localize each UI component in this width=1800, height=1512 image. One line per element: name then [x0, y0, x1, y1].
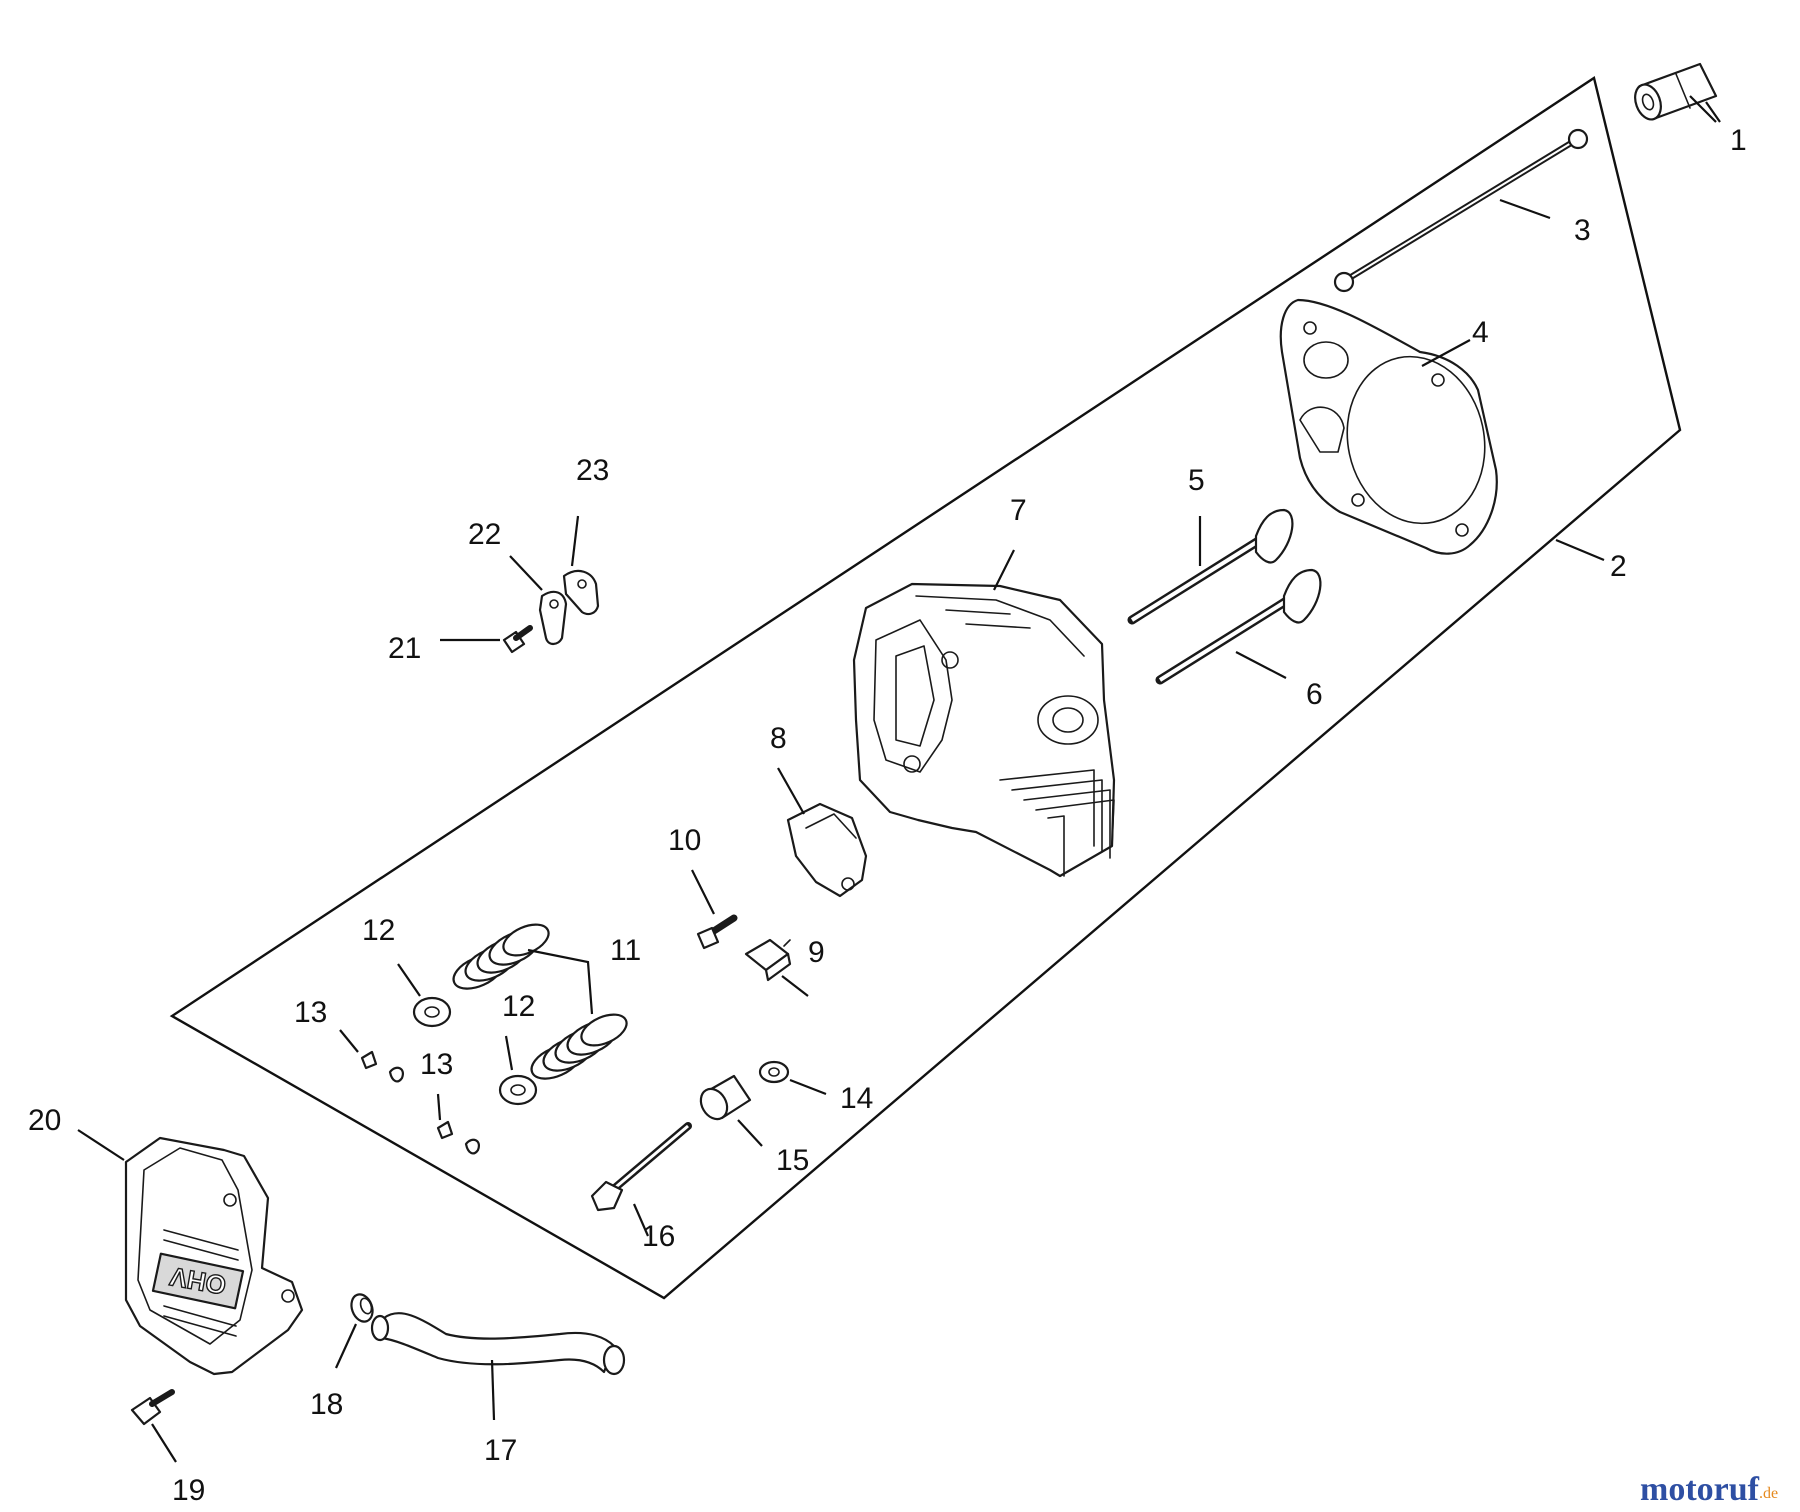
leader-16	[632, 1203, 650, 1237]
leader-17	[490, 1359, 496, 1421]
part-18-hose-clamp[interactable]	[348, 1291, 376, 1324]
callout-2: 2	[1610, 550, 1627, 583]
part-3-push-rod[interactable]	[1333, 128, 1589, 293]
leader-lines	[77, 95, 1721, 1463]
leader-12b	[504, 1035, 514, 1071]
callout-1: 1	[1730, 124, 1747, 157]
part-14-washer[interactable]	[758, 1060, 790, 1084]
callout-6: 6	[1306, 678, 1323, 711]
callout-13b: 13	[420, 1048, 453, 1081]
leader-8	[777, 767, 805, 815]
callout-20: 20	[28, 1104, 61, 1137]
svg-text:motoruf.de: motoruf.de	[1640, 1471, 1778, 1508]
callout-labels: 1 2 3 4 5 6 7 8 9 10 11 12 12 13 13 14 1…	[28, 124, 1747, 1507]
callout-13a: 13	[294, 996, 327, 1029]
leader-15	[737, 1119, 763, 1147]
part-1-sleeve[interactable]	[1631, 62, 1718, 123]
watermark-suffix: .de	[1759, 1485, 1778, 1502]
watermark-logo: motoruf.de	[1640, 1471, 1778, 1508]
leader-12a	[397, 963, 421, 997]
part-17-breather-hose[interactable]	[370, 1312, 626, 1376]
leader-10	[691, 869, 715, 915]
callout-3: 3	[1574, 214, 1591, 247]
callout-23: 23	[576, 454, 609, 487]
callout-4: 4	[1472, 316, 1489, 349]
part-13-keepers-lower[interactable]	[436, 1120, 480, 1155]
leader-18	[334, 1323, 358, 1369]
callout-15: 15	[776, 1144, 809, 1177]
callout-11: 11	[610, 934, 641, 967]
part-7-cylinder-head[interactable]	[852, 582, 1116, 878]
callout-9: 9	[808, 936, 825, 969]
part-22-bracket[interactable]	[538, 590, 568, 646]
part-20-valve-cover[interactable]: OHV	[124, 1136, 304, 1376]
callout-7: 7	[1010, 494, 1027, 527]
leader-6	[1235, 651, 1287, 679]
callout-22: 22	[468, 518, 501, 551]
leader-23	[570, 515, 580, 567]
callout-18: 18	[310, 1388, 343, 1421]
leader-7	[993, 549, 1015, 591]
leader-1	[1705, 101, 1721, 123]
part-19-cover-screw[interactable]	[130, 1389, 175, 1426]
callout-12a: 12	[362, 914, 395, 947]
watermark-main: motoruf	[1640, 1471, 1760, 1508]
part-16-bolt[interactable]	[590, 1122, 692, 1212]
leader-11	[527, 948, 594, 1015]
leader-19	[151, 1423, 177, 1463]
callout-16: 16	[642, 1220, 675, 1253]
leader-3	[1499, 198, 1551, 220]
callout-12b: 12	[502, 990, 535, 1023]
part-21-screw[interactable]	[502, 625, 533, 654]
callout-17: 17	[484, 1434, 517, 1467]
callout-14: 14	[840, 1082, 873, 1115]
part-23-bracket[interactable]	[562, 569, 600, 616]
part-11-valve-springs[interactable]	[449, 918, 632, 1085]
spring-upper	[452, 923, 550, 990]
leader-13b	[436, 1093, 442, 1121]
part-6-valve[interactable]	[1155, 568, 1322, 685]
ohv-badge	[151, 1252, 245, 1310]
part-10-stud[interactable]	[696, 914, 738, 950]
part-5-valve[interactable]	[1127, 508, 1294, 625]
leader-22	[509, 555, 543, 591]
leader-20	[77, 1129, 125, 1161]
callout-10: 10	[668, 824, 701, 857]
part-12-retainer-upper[interactable]	[412, 996, 452, 1028]
callout-5: 5	[1188, 464, 1205, 497]
leader-14	[789, 1078, 827, 1096]
part-4-head-gasket[interactable]	[1279, 298, 1500, 555]
leader-2	[1555, 538, 1605, 562]
part-9-pivot[interactable]	[744, 938, 792, 982]
leader-13a	[339, 1029, 359, 1053]
part-13-keepers-upper[interactable]	[360, 1050, 404, 1083]
leader-4	[1421, 339, 1471, 367]
callout-8: 8	[770, 722, 787, 755]
part-15-spacer[interactable]	[696, 1074, 752, 1124]
callout-21: 21	[388, 632, 421, 665]
leader-1b	[1689, 95, 1717, 123]
part-8-rocker-arm[interactable]	[786, 802, 868, 898]
callout-19: 19	[172, 1474, 205, 1507]
leader-9	[781, 975, 809, 997]
spring-lower	[530, 1013, 628, 1080]
assembly-frame	[169, 76, 1682, 1300]
part-12-retainer-lower[interactable]	[498, 1074, 538, 1106]
